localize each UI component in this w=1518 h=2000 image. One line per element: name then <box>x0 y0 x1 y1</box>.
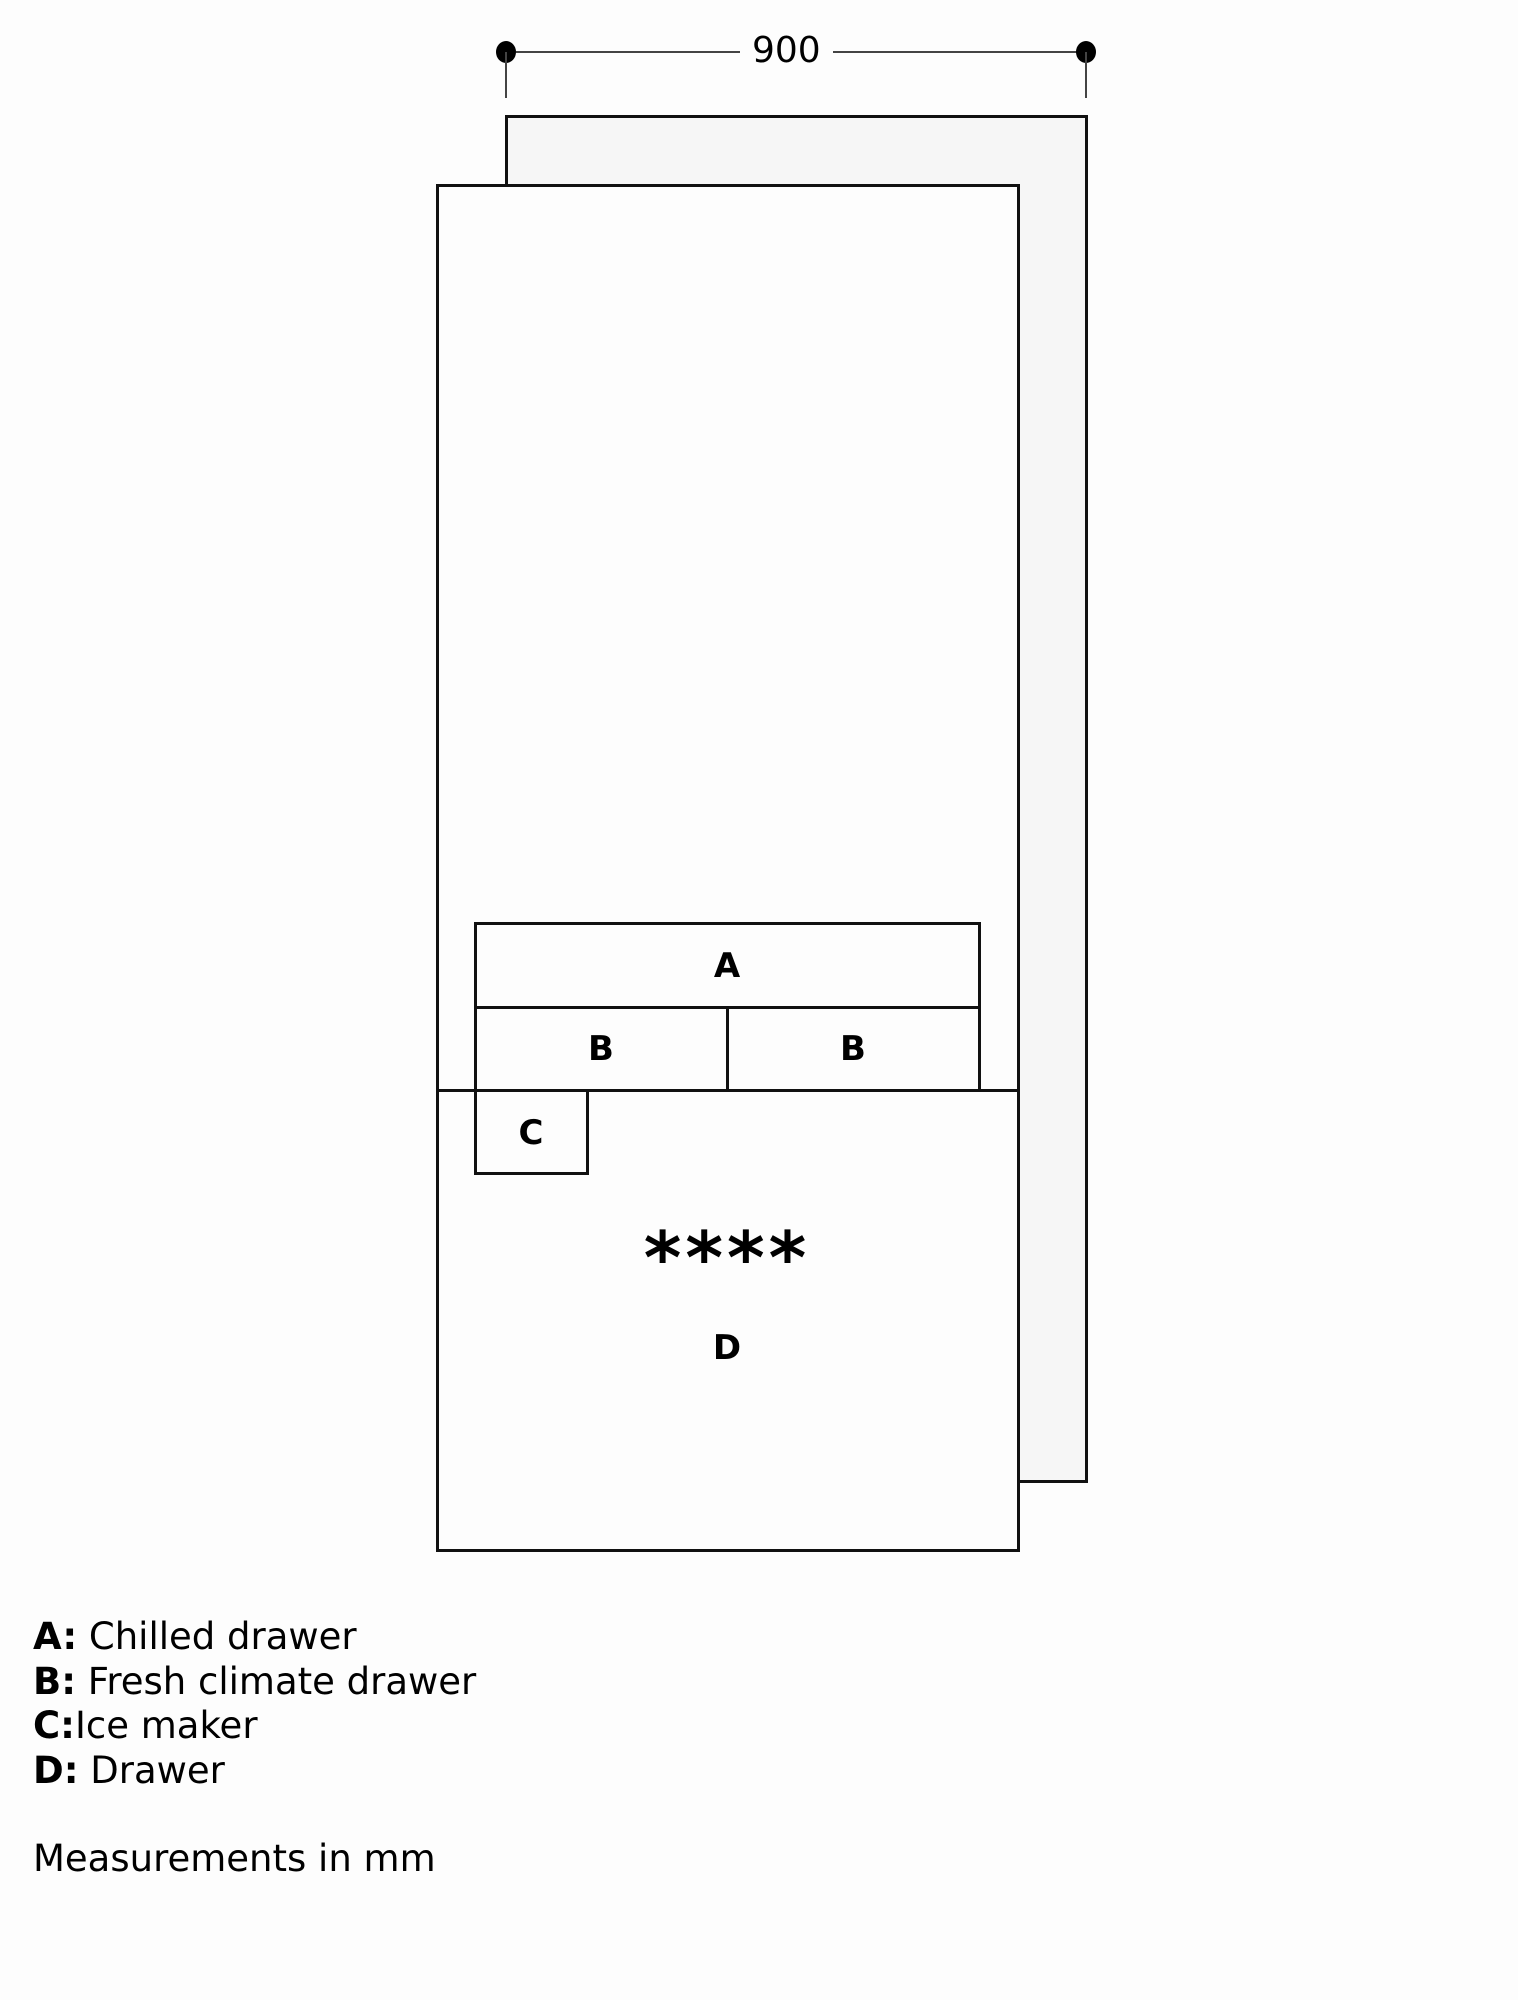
zone-c-label: C <box>518 1113 544 1153</box>
legend-item-a: A: Chilled drawer <box>33 1615 476 1660</box>
dimension-width-label: 900 <box>740 31 833 71</box>
legend-label: Ice maker <box>74 1704 258 1747</box>
legend-key: D: <box>33 1748 79 1792</box>
legend-key: A: <box>33 1615 78 1658</box>
zone-b-right-label: B <box>840 1029 866 1069</box>
zone-b-right-fresh-drawer <box>726 1006 981 1092</box>
zone-a-label: A <box>713 946 741 986</box>
zone-c-ice-maker <box>474 1089 589 1175</box>
dimension-right-tick <box>1085 52 1087 98</box>
measurement-unit-note: Measurements in mm <box>33 1837 436 1880</box>
zone-b-left-label: B <box>588 1029 614 1069</box>
zone-d-label: D <box>712 1328 742 1368</box>
legend: A: Chilled drawer B: Fresh climate drawe… <box>33 1615 476 1882</box>
dimension-left-tick <box>505 52 507 98</box>
freezer-star-rating: **** <box>643 1216 811 1300</box>
legend-key: C: <box>33 1704 75 1747</box>
legend-item-d: D: Drawer <box>33 1749 476 1794</box>
legend-label: Drawer <box>90 1748 225 1792</box>
legend-key: B: <box>33 1659 76 1703</box>
front-panel <box>436 184 1020 1552</box>
legend-label: Fresh climate drawer <box>87 1659 477 1703</box>
legend-item-b: B: Fresh climate drawer <box>33 1660 476 1705</box>
legend-label: Chilled drawer <box>88 1615 357 1658</box>
legend-item-c: C:Ice maker <box>33 1704 476 1749</box>
